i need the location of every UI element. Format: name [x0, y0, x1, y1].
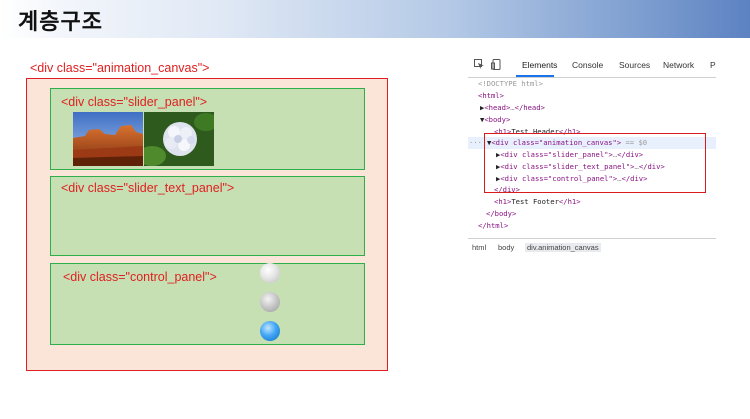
collapsed-arrow-icon[interactable]: ▶ — [496, 162, 501, 171]
more-options-icon[interactable]: ··· — [469, 138, 482, 147]
breadcrumb-animation-canvas[interactable]: div.animation_canvas — [525, 243, 601, 252]
devtools-tab-bar: Elements Console Sources Network P — [468, 53, 716, 78]
html-close-line[interactable]: </html> — [478, 221, 509, 230]
selected-row-highlight — [468, 137, 716, 149]
desert-landscape-image — [73, 112, 143, 166]
slider-text-panel-label: <div class="slider_text_panel"> — [61, 181, 235, 195]
slider-text-panel-node[interactable]: ▶<div class="slider_text_panel">…</div> — [496, 162, 665, 171]
animation-canvas-label: <div class="animation_canvas"> — [30, 61, 210, 75]
div-close-line[interactable]: </div> — [494, 185, 520, 194]
slider-panel-label: <div class="slider_panel"> — [61, 95, 208, 109]
h1-footer-line[interactable]: <h1>Test Footer</h1> — [494, 197, 581, 206]
active-tab-indicator — [516, 75, 554, 77]
page-title: 계층구조 — [18, 10, 103, 35]
hydrangea-flower-image — [144, 112, 214, 166]
control-button-3-active[interactable] — [260, 321, 280, 341]
control-panel-label: <div class="control_panel"> — [63, 270, 217, 284]
title-bar: 계층구조 — [0, 0, 750, 38]
h1-header-line[interactable]: <h1>Test Header</h1> — [494, 127, 581, 136]
body-open-line[interactable]: ▼<body> — [480, 115, 511, 124]
devtools-panel: Elements Console Sources Network P <!DOC… — [468, 53, 716, 258]
breadcrumb: html body div.animation_canvas — [468, 238, 716, 255]
head-line[interactable]: ▶<head>…</head> — [480, 103, 545, 112]
slider-text-panel-box — [50, 176, 365, 256]
breadcrumb-html[interactable]: html — [472, 243, 487, 252]
tab-more[interactable]: P — [710, 60, 716, 70]
animation-canvas-node[interactable]: ▼<div class="animation_canvas"> == $0 — [487, 138, 648, 147]
expanded-arrow-icon[interactable]: ▼ — [487, 138, 492, 147]
tab-elements[interactable]: Elements — [522, 60, 558, 70]
collapsed-arrow-icon[interactable]: ▶ — [496, 150, 501, 159]
tab-network[interactable]: Network — [663, 60, 695, 70]
breadcrumb-body[interactable]: body — [498, 243, 515, 252]
control-button-2[interactable] — [260, 292, 280, 312]
slider-panel-node[interactable]: ▶<div class="slider_panel">…</div> — [496, 150, 644, 159]
control-panel-box — [50, 263, 365, 345]
tab-sources[interactable]: Sources — [619, 60, 651, 70]
highlight-box — [484, 133, 706, 193]
control-button-1[interactable] — [260, 263, 280, 283]
inspect-element-icon[interactable] — [474, 59, 485, 70]
collapsed-arrow-icon[interactable]: ▶ — [496, 174, 501, 183]
html-open-line[interactable]: <html> — [478, 91, 504, 100]
control-panel-node[interactable]: ▶<div class="control_panel">…</div> — [496, 174, 648, 183]
collapsed-arrow-icon[interactable]: ▶ — [480, 103, 485, 112]
expanded-arrow-icon[interactable]: ▼ — [480, 115, 485, 124]
body-close-line[interactable]: </body> — [486, 209, 517, 218]
doctype-line: <!DOCTYPE html> — [478, 79, 543, 88]
device-toolbar-icon[interactable] — [491, 59, 502, 70]
tab-console[interactable]: Console — [572, 60, 604, 70]
